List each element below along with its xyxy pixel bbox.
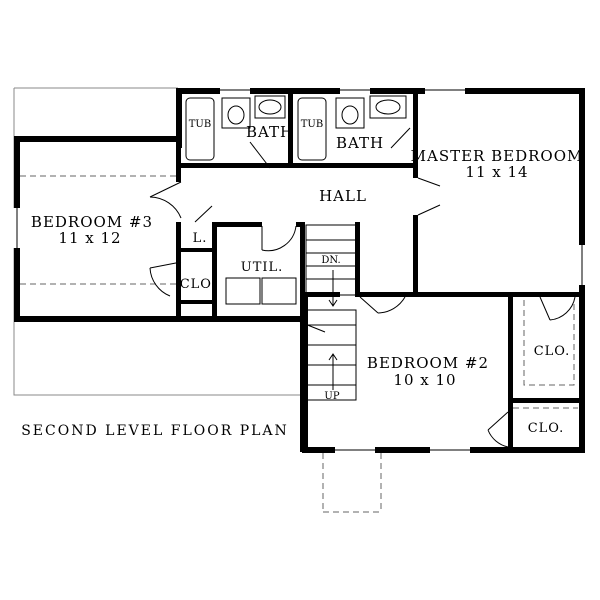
bath-fixtures xyxy=(185,95,407,161)
dashed-lines xyxy=(20,175,578,513)
bedroom2-label: BEDROOM #2 xyxy=(367,354,489,372)
bedroom3-size: 11 x 12 xyxy=(58,229,121,247)
hall-label: HALL xyxy=(319,187,367,205)
plan-title: SECOND LEVEL FLOOR PLAN xyxy=(21,423,289,439)
windows xyxy=(12,86,587,455)
door-swings xyxy=(149,127,576,448)
closet-bedroom3-label: CLO. xyxy=(180,277,217,292)
closet-bedroom2-label: CLO. xyxy=(528,421,565,436)
tub1-label: TUB xyxy=(189,119,211,130)
util-label: UTIL. xyxy=(241,260,284,275)
stairs xyxy=(305,224,357,401)
stair-down-label: DN. xyxy=(321,255,340,266)
master-bedroom-size: 11 x 14 xyxy=(465,163,528,181)
bedroom2-size: 10 x 10 xyxy=(393,371,456,389)
master-bedroom-label: MASTER BEDROOM xyxy=(411,147,584,165)
closet-master-label: CLO. xyxy=(534,344,571,359)
tub2-label: TUB xyxy=(301,119,323,130)
bath1-label: BATH xyxy=(246,123,294,141)
washer-dryer xyxy=(225,277,297,305)
bedroom3-label: BEDROOM #3 xyxy=(31,213,153,231)
linen-label: L. xyxy=(193,231,208,246)
bath2-label: BATH xyxy=(336,134,384,152)
stair-up-label: UP xyxy=(324,391,339,402)
